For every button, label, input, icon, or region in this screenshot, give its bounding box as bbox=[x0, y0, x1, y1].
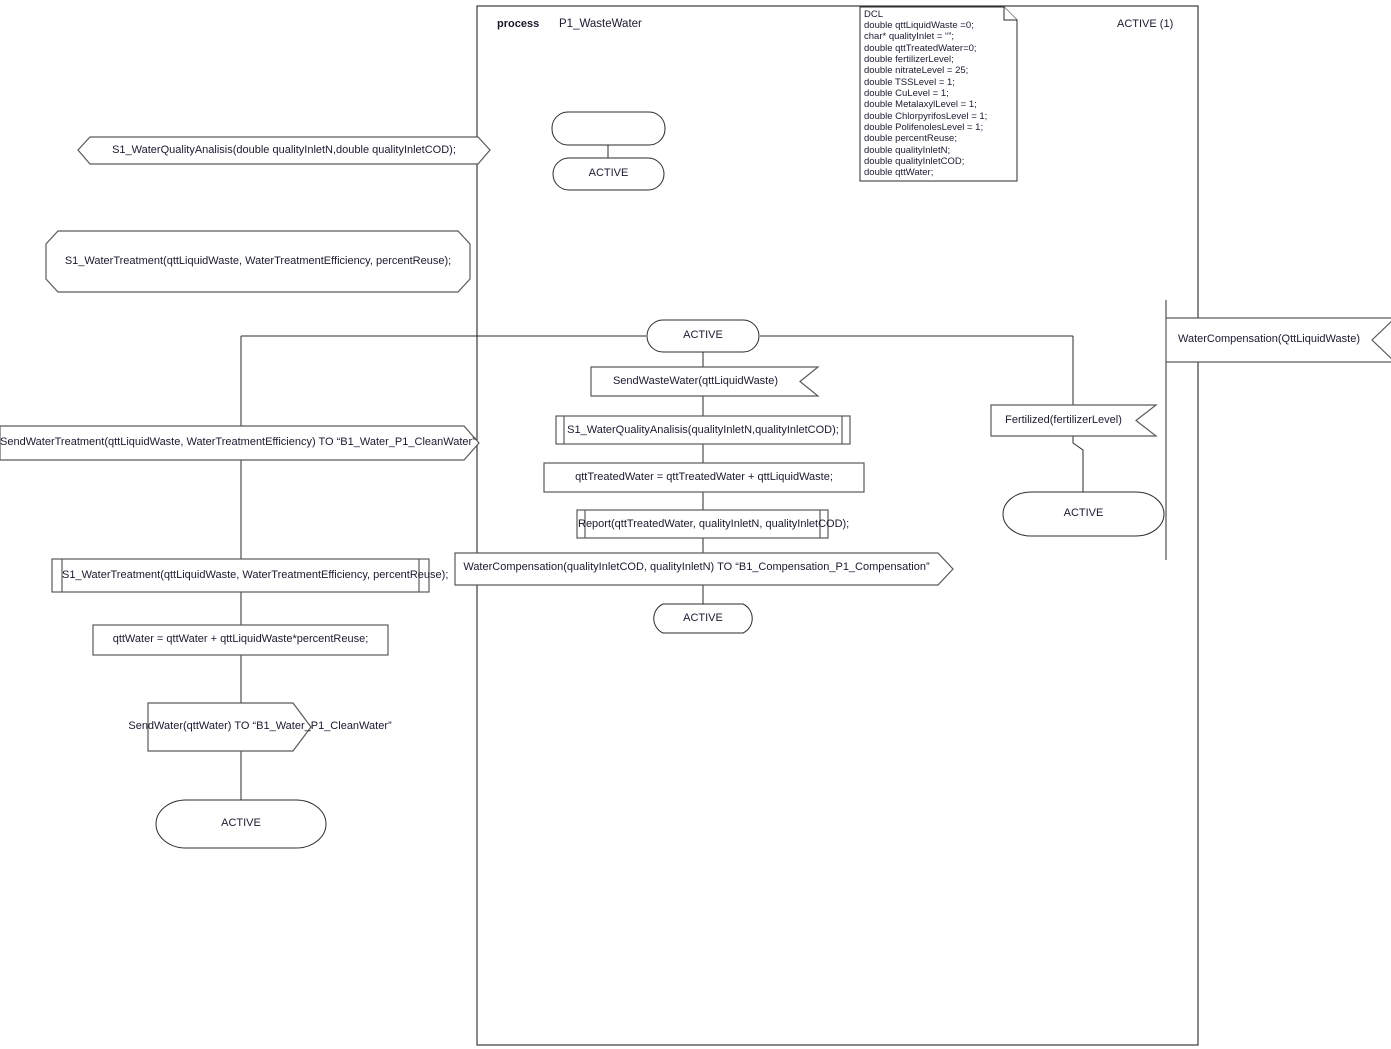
state-start-active[interactable] bbox=[552, 157, 665, 191]
dcl-note-fold bbox=[1003, 7, 1017, 21]
call-shape-water-quality-analisis[interactable] bbox=[555, 415, 851, 445]
output-shape-water-compensation[interactable] bbox=[454, 552, 954, 586]
decl-shape-water-treatment[interactable] bbox=[45, 230, 471, 293]
task-shape-qtt-water[interactable] bbox=[92, 624, 389, 656]
start-symbol[interactable] bbox=[551, 111, 666, 146]
state-main-active[interactable] bbox=[646, 319, 760, 353]
output-shape-send-water-treatment[interactable] bbox=[0, 425, 480, 461]
state-middle-end-active[interactable] bbox=[653, 603, 753, 634]
call-shape-water-treatment[interactable] bbox=[51, 558, 430, 593]
output-shape-send-water[interactable] bbox=[147, 702, 312, 752]
dcl-body: double qttLiquidWaste =0; char* qualityI… bbox=[864, 20, 988, 179]
input-shape-fertilized[interactable] bbox=[990, 404, 1158, 437]
dcl-title: DCL bbox=[864, 9, 884, 20]
call-shape-report[interactable] bbox=[576, 509, 829, 539]
input-shape-send-waste-water[interactable] bbox=[590, 366, 820, 397]
state-left-end-active[interactable] bbox=[155, 799, 327, 849]
task-shape-qtt-treated-water[interactable] bbox=[543, 462, 865, 493]
state-right-end-active[interactable] bbox=[1002, 491, 1165, 537]
decl-shape-water-quality-analisis[interactable] bbox=[77, 136, 491, 165]
input-shape-water-compensation[interactable] bbox=[1165, 317, 1391, 363]
connector-lines bbox=[240, 145, 1167, 800]
process-frame bbox=[476, 5, 1199, 1046]
dcl-note-box bbox=[859, 6, 1018, 182]
